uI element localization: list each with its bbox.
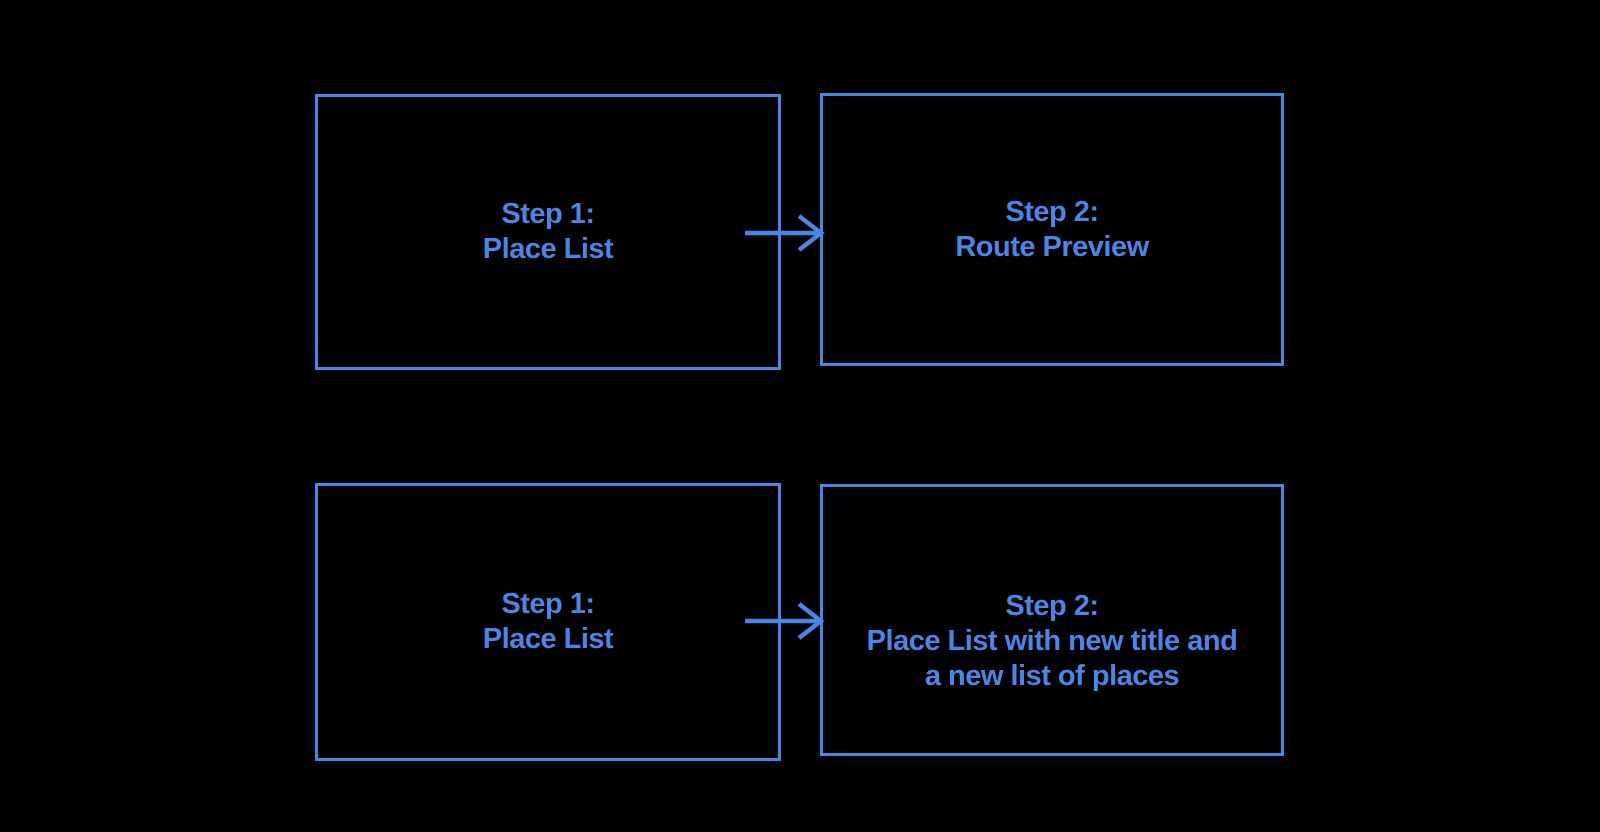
step-box-top-source: Step 1: Place List <box>315 94 781 370</box>
step-box-bottom-source: Step 1: Place List <box>315 483 781 761</box>
step-description: Place List <box>482 233 614 265</box>
step-label: Step 1: <box>501 198 595 230</box>
step-box-text: Step 2: Route Preview <box>823 195 1281 265</box>
step-box-text: Step 1: Place List <box>318 587 778 657</box>
step-box-text: Step 1: Place List <box>318 197 778 267</box>
step-label: Step 2: <box>1005 589 1099 622</box>
step-description: Place List <box>482 623 614 655</box>
step-label: Step 1: <box>501 588 595 620</box>
step-description: Place List with new title and <box>866 624 1238 657</box>
step-box-top-target: Step 2: Route Preview <box>820 93 1284 366</box>
step-description: a new list of places <box>924 659 1180 692</box>
step-label: Step 2: <box>1005 195 1099 228</box>
arrow-right-icon <box>740 203 830 263</box>
step-description: Route Preview <box>955 230 1149 263</box>
step-box-text: Step 2: Place List with new title and a … <box>823 589 1281 694</box>
arrow-right-icon <box>740 591 830 651</box>
step-box-bottom-target: Step 2: Place List with new title and a … <box>820 484 1284 756</box>
